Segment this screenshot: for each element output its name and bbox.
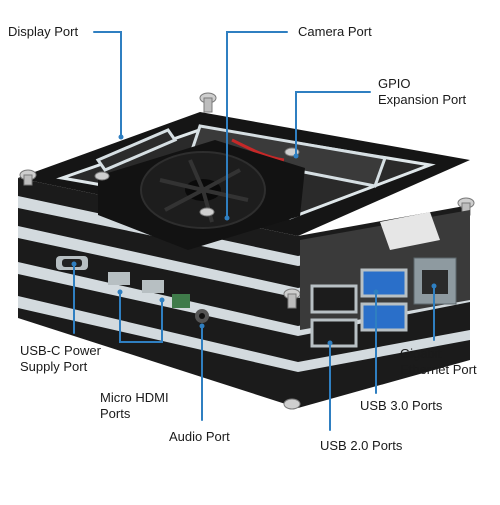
label-gpio-expansion-port: GPIO Expansion Port <box>378 76 467 107</box>
label-display-port: Display Port <box>8 24 79 39</box>
callout-display-port <box>93 31 122 138</box>
fan-wire <box>231 138 285 162</box>
display-slot <box>95 128 178 172</box>
pi-board-visible <box>300 210 470 348</box>
callout-micro-hdmi <box>119 291 163 343</box>
callout-gpio-port <box>295 91 371 157</box>
usb3-port-shape <box>360 268 408 298</box>
callout-lines <box>73 31 435 431</box>
usb2-port-shape <box>310 284 358 314</box>
label-micro-hdmi-ports: Micro HDMI Ports <box>100 390 169 421</box>
label-usb-3-ports: USB 3.0 Ports <box>360 398 443 413</box>
label-audio-port: Audio Port <box>169 429 230 444</box>
label-usb-c-power-supply-port: USB-C Power Supply Port <box>20 343 101 374</box>
label-usb-2-ports: USB 2.0 Ports <box>320 438 403 453</box>
label-camera-port: Camera Port <box>298 24 372 39</box>
cooling-fan <box>98 140 305 250</box>
case-screws <box>19 92 475 410</box>
callout-camera-port <box>226 31 288 219</box>
label-gigabit-ethernet-port: Gigabit Ethernet Port <box>400 346 477 377</box>
callout-dots <box>71 134 437 346</box>
